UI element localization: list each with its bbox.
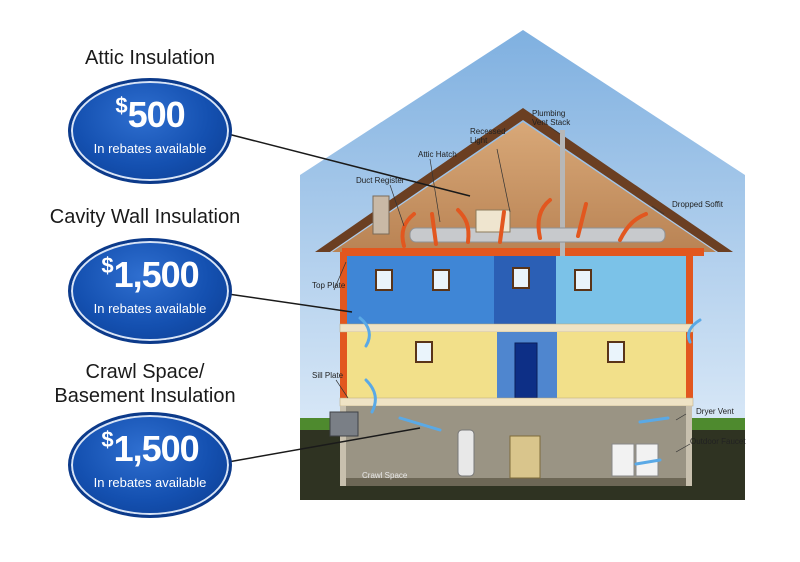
label-plumbing-vent-stack-line2: Vent Stack — [532, 118, 571, 127]
cavity-wall-currency-symbol: $ — [101, 253, 113, 278]
label-duct-register: Duct Register — [356, 176, 405, 185]
crawl-space-heading-line2: Basement Insulation — [54, 385, 236, 407]
attic-rebate-badge: $500 In rebates available — [68, 78, 232, 184]
water-heater — [457, 429, 475, 477]
crawl-space-rebate-subtitle: In rebates available — [93, 475, 207, 490]
attic-air-leak-arrows — [400, 198, 648, 248]
label-crawl-space: Crawl Space — [362, 471, 408, 480]
washer — [611, 443, 635, 477]
blue-airflow-arrows — [358, 316, 702, 466]
basement-right-wall — [686, 406, 692, 486]
cavity-wall-amount-value: 1,500 — [113, 254, 200, 295]
wall-connector-line — [227, 293, 353, 313]
label-recessed-light-line2: Light — [470, 136, 488, 145]
attic-currency-symbol: $ — [115, 93, 127, 118]
crawl-space-rebate-amount: $1,500 — [71, 427, 229, 470]
label-outdoor-faucet: Outdoor Faucet — [690, 437, 746, 446]
attic-floor-insulation — [342, 248, 704, 256]
attic-connector-line — [227, 133, 471, 197]
cavity-wall-insulation-heading: Cavity Wall Insulation — [49, 206, 241, 228]
cavity-wall-rebate-subtitle: In rebates available — [93, 301, 207, 316]
attic-space — [332, 122, 716, 252]
crawl-space-floor — [344, 478, 689, 486]
main-floor-joist — [339, 397, 694, 407]
attic-insulation-heading: Attic Insulation — [84, 47, 216, 69]
upper-left-room — [346, 256, 494, 324]
furnace — [509, 435, 541, 479]
upper-mid-room — [494, 256, 556, 324]
attic-rebate-subtitle: In rebates available — [93, 141, 207, 156]
label-dryer-vent: Dryer Vent — [696, 407, 735, 416]
label-plumbing-vent-stack-line1: Plumbing — [532, 109, 565, 118]
windows — [375, 267, 625, 363]
label-leaders — [333, 126, 691, 453]
label-recessed-light-line1: Recessed — [470, 127, 506, 136]
ac-unit — [329, 411, 359, 437]
label-attic-hatch: Attic Hatch — [418, 150, 457, 159]
label-dropped-soffit: Dropped Soffit — [672, 200, 724, 209]
crawl-space-amount-value: 1,500 — [113, 428, 200, 469]
crawl-space-currency-symbol: $ — [101, 427, 113, 452]
crawl-space-rebate-badge: $1,500 In rebates available — [68, 412, 232, 518]
attic-amount-value: 500 — [127, 94, 186, 135]
front-door — [514, 342, 538, 399]
crawl-connector-line — [227, 427, 421, 463]
upper-floor-joist — [339, 323, 694, 333]
chimney — [372, 195, 390, 235]
cavity-wall-rebate-amount: $1,500 — [71, 253, 229, 296]
label-sill-plate: Sill Plate — [312, 371, 344, 380]
basement-left-wall — [340, 406, 346, 486]
label-top-plate: Top Plate — [312, 281, 346, 290]
crawl-space-heading-line1: Crawl Space/ — [85, 361, 205, 383]
attic-rebate-amount: $500 — [71, 93, 229, 136]
cavity-wall-rebate-badge: $1,500 In rebates available — [68, 238, 232, 344]
